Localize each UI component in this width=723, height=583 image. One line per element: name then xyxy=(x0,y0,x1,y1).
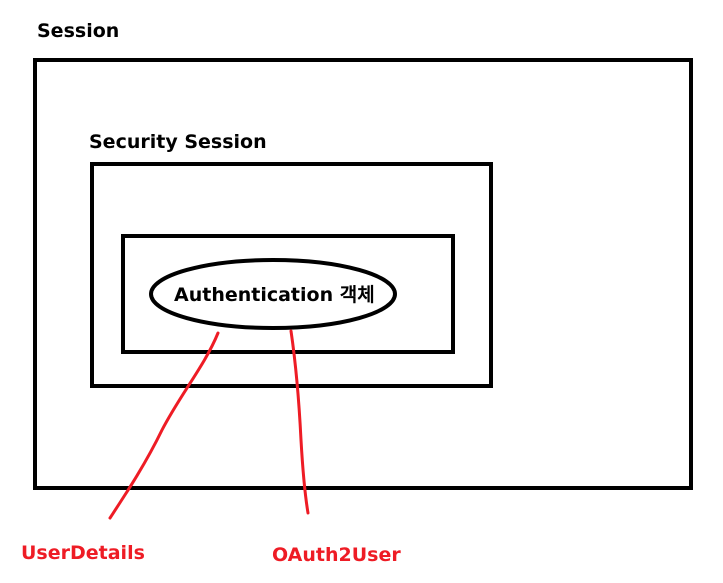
oauth2-user-label: OAuth2User xyxy=(272,544,401,566)
security-session-box xyxy=(90,162,493,388)
authentication-object-label: Authentication 객체 xyxy=(174,284,375,306)
security-session-label: Security Session xyxy=(89,131,267,153)
session-label: Session xyxy=(37,20,120,42)
user-details-connector xyxy=(108,331,220,520)
user-details-label: UserDetails xyxy=(21,542,145,564)
oauth2-user-connector xyxy=(289,329,310,515)
authentication-container-box xyxy=(121,234,455,354)
session-box xyxy=(33,58,693,490)
authentication-ellipse xyxy=(149,258,397,330)
